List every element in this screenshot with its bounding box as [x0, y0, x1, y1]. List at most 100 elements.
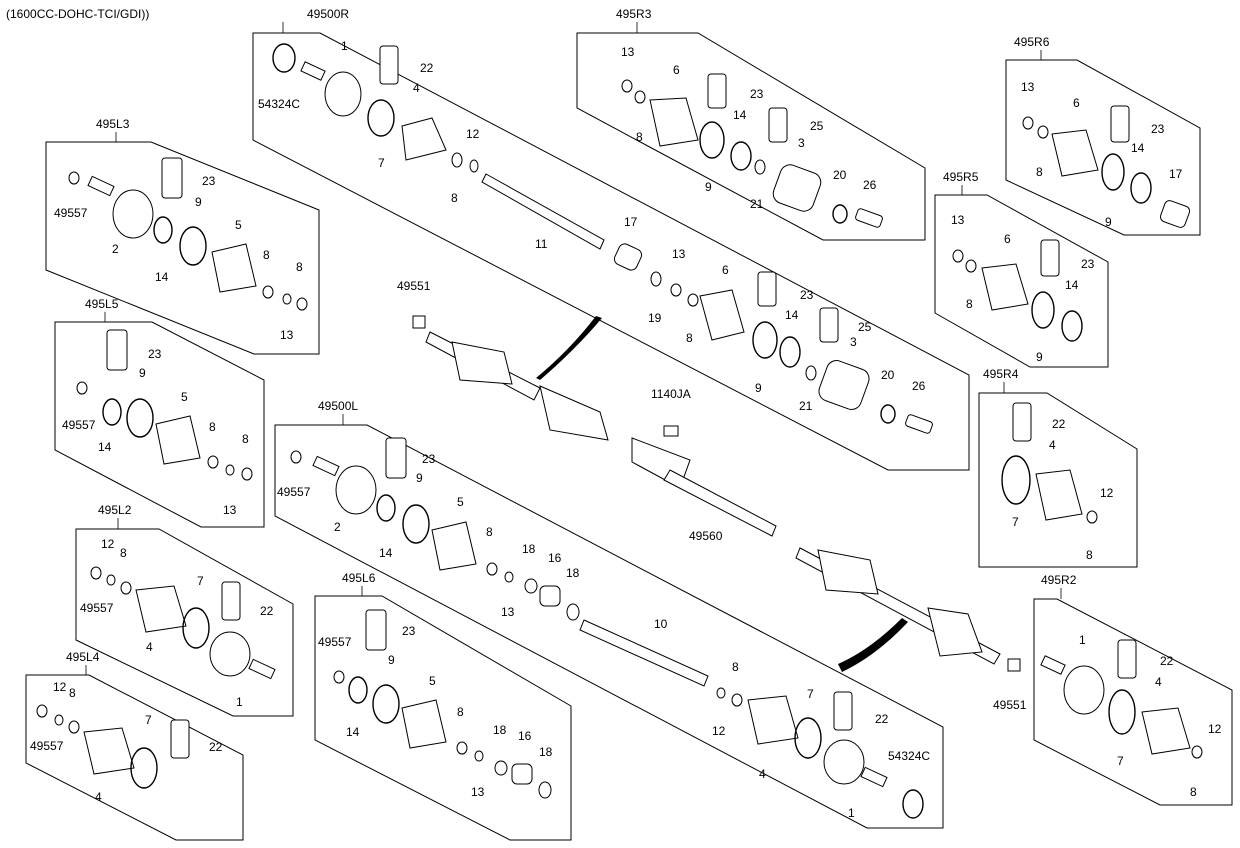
- callout-label: 8: [263, 248, 270, 262]
- callout-label: 54324C: [258, 97, 300, 111]
- callout-label: 11: [535, 237, 548, 251]
- callout-label: 8: [732, 660, 739, 674]
- callout-label: 8: [966, 297, 973, 311]
- callout-label: 13: [501, 605, 515, 619]
- damper-17: [613, 243, 643, 271]
- callout-label: 10: [654, 617, 668, 631]
- callout-label: 8: [1086, 548, 1093, 562]
- callout-label: 13: [672, 247, 686, 261]
- callout-label: 13: [1021, 80, 1035, 94]
- callout-label: 12: [1100, 486, 1114, 500]
- callout-label: 1140JA: [651, 387, 691, 401]
- callout-label: 9: [139, 366, 146, 380]
- callout-label: 12: [1208, 722, 1222, 736]
- callout-label: 1: [1079, 633, 1086, 647]
- callout-label: 18: [566, 566, 580, 580]
- callout-label: 7: [145, 713, 152, 727]
- callout-label: 4: [413, 81, 420, 95]
- callout-label: 22: [1052, 417, 1066, 431]
- abs-ring: [272, 43, 296, 73]
- callout-label: 14: [1131, 141, 1145, 155]
- callout-label: 22: [420, 61, 434, 75]
- callout-label: 23: [422, 452, 436, 466]
- callout-label: 23: [402, 624, 416, 638]
- frame-495L2: [75, 528, 294, 717]
- callout-label: 23: [148, 347, 162, 361]
- callout-label: 12: [101, 537, 115, 551]
- callout-label: 8: [242, 432, 249, 446]
- assembled-shaft-right: [412, 315, 609, 441]
- callout-label: 7: [807, 687, 814, 701]
- callout-label: 6: [722, 263, 729, 277]
- part-drawings: [36, 43, 1203, 819]
- callout-label: 9: [705, 180, 712, 194]
- callout-label: 17: [624, 215, 638, 229]
- callout-label: 21: [799, 399, 813, 413]
- callout-label: 4: [1155, 675, 1162, 689]
- callout-label: 19: [648, 311, 662, 325]
- frame-495R4: [978, 392, 1138, 568]
- callout-label: 8: [486, 525, 493, 539]
- callout-label: 26: [863, 178, 877, 192]
- callout-label: 9: [755, 381, 762, 395]
- grease-tube: [379, 45, 399, 85]
- frame-495R6: [1005, 59, 1201, 236]
- callout-label: 23: [202, 174, 216, 188]
- callout-label: 8: [636, 130, 643, 144]
- callout-label: 7: [197, 574, 204, 588]
- callout-label: 8: [686, 331, 693, 345]
- callout-label: 5: [429, 674, 436, 688]
- callout-label: 14: [346, 725, 360, 739]
- callout-label: 8: [296, 260, 303, 274]
- inner-boot: [699, 289, 745, 341]
- callout-label: 2: [112, 242, 119, 256]
- callout-labels: 12254324C4712811171319682314259321202613…: [30, 39, 1222, 820]
- callout-label: 49557: [277, 485, 311, 499]
- callout-label: 13: [223, 503, 237, 517]
- callout-label: 6: [673, 63, 680, 77]
- shaft-11: [481, 173, 605, 250]
- frame-495L4: [25, 674, 244, 841]
- callout-label: 5: [457, 495, 464, 509]
- callout-label: 21: [750, 197, 764, 211]
- tripod-housing: [818, 360, 870, 410]
- callout-label: 14: [98, 440, 112, 454]
- callout-label: 12: [712, 724, 726, 738]
- callout-label: 14: [785, 308, 799, 322]
- callout-label: 16: [518, 729, 532, 743]
- callout-label: 5: [235, 218, 242, 232]
- callout-label: 5: [181, 390, 188, 404]
- frame-495L6: [314, 595, 572, 841]
- callout-label: 26: [912, 379, 926, 393]
- group-title-495L6: 495L6: [342, 571, 376, 585]
- callout-label: 54324C: [888, 749, 930, 763]
- callout-label: 8: [457, 705, 464, 719]
- callout-label: 20: [833, 168, 847, 182]
- callout-label: 18: [522, 542, 536, 556]
- callout-label: 14: [155, 270, 169, 284]
- outer-cv-joint: [300, 61, 362, 117]
- frame-495R5: [934, 194, 1109, 368]
- callout-label: 49557: [318, 635, 352, 649]
- intermediate-shaft: [631, 425, 777, 537]
- boot-band: [367, 99, 395, 137]
- callout-label: 14: [379, 546, 393, 560]
- callout-label: 12: [53, 680, 67, 694]
- callout-label: 18: [539, 745, 553, 759]
- callout-label: 49557: [80, 601, 114, 615]
- callout-label: 12: [466, 127, 480, 141]
- callout-label: 13: [471, 785, 485, 799]
- callout-label: 4: [146, 640, 153, 654]
- group-title-49500L: 49500L: [318, 399, 358, 413]
- callout-label: 4: [95, 790, 102, 804]
- group-title-495R4: 495R4: [983, 367, 1019, 381]
- frame-495R2: [1033, 598, 1233, 806]
- group-title-495L2: 495L2: [98, 503, 132, 517]
- callout-label: 49557: [54, 206, 88, 220]
- callout-label: 22: [1160, 654, 1174, 668]
- callout-label: 20: [881, 368, 895, 382]
- callout-label: 23: [750, 87, 764, 101]
- cv-boot: [401, 117, 447, 161]
- group-title-495L4: 495L4: [66, 650, 100, 664]
- callout-label: 18: [493, 723, 507, 737]
